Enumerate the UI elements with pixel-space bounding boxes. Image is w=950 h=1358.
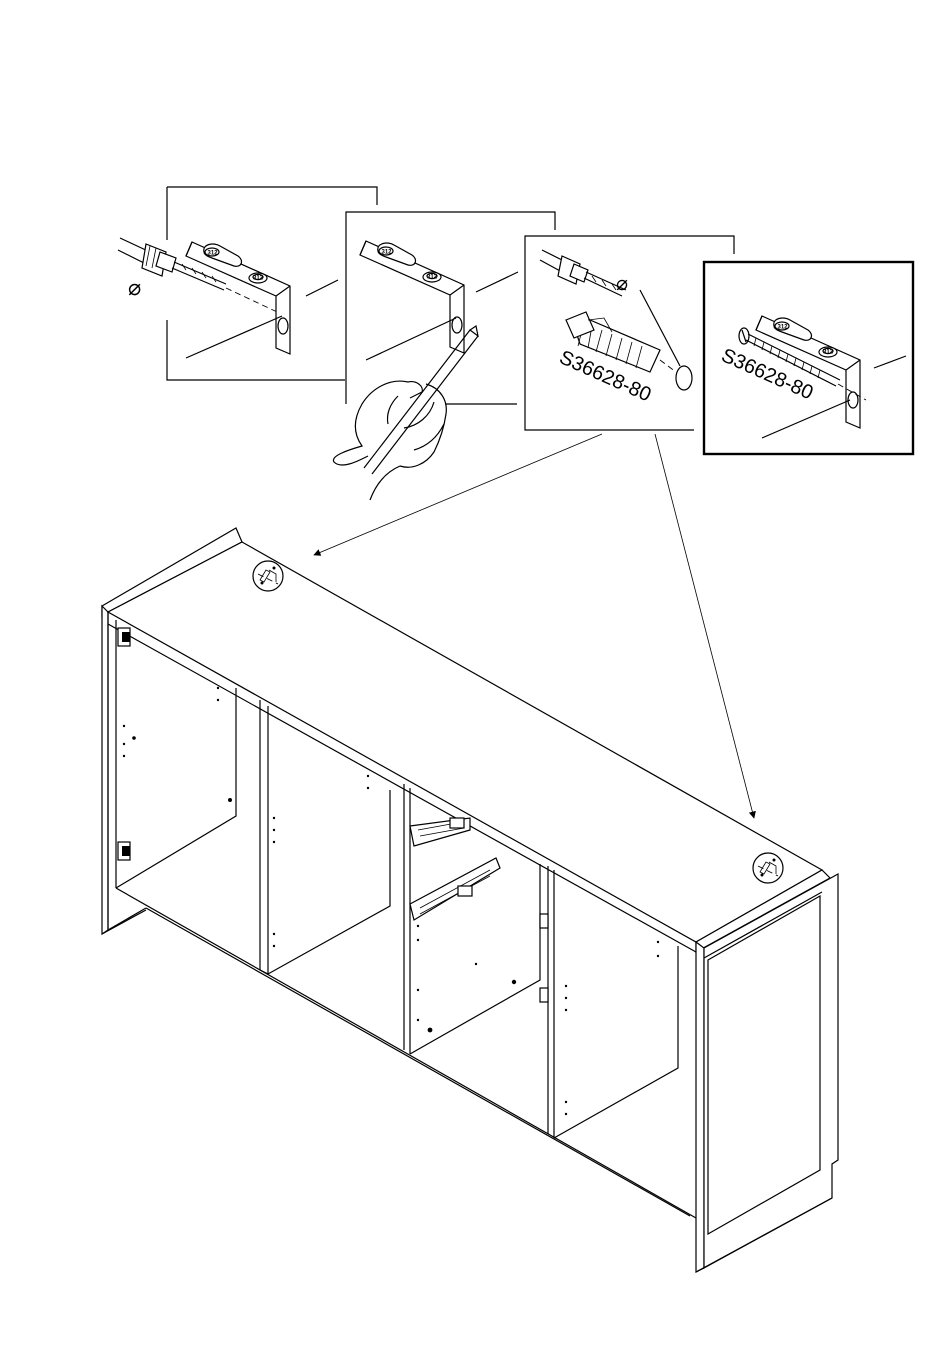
drill-bit-small-icon <box>540 250 626 296</box>
part-code-screw: S36628-80 <box>718 344 816 404</box>
hinge-icon <box>540 914 548 928</box>
panel-frame <box>525 236 734 430</box>
arrow-to-right-marker <box>655 434 754 818</box>
bracket-marker-icon <box>753 853 783 883</box>
panel-screw: S36628-80 <box>704 262 913 454</box>
panel-drill: ⌀ <box>118 187 377 380</box>
hinge-icon <box>540 988 548 1002</box>
diameter-symbol-plug: ⌀ <box>616 273 628 295</box>
pencil-hand-icon <box>333 326 478 500</box>
angle-bracket-icon <box>360 241 464 353</box>
arrow-to-left-marker <box>314 434 602 555</box>
panel-frame <box>167 187 377 205</box>
panel-mark <box>333 212 555 500</box>
angle-bracket-icon <box>186 242 290 354</box>
bracket-marker-icon <box>253 561 283 591</box>
diameter-symbol: ⌀ <box>128 275 141 300</box>
panel-plug: ⌀ S36628-80 <box>525 236 734 430</box>
drawer-slide-icon <box>410 818 500 920</box>
cabinet <box>102 528 838 1272</box>
